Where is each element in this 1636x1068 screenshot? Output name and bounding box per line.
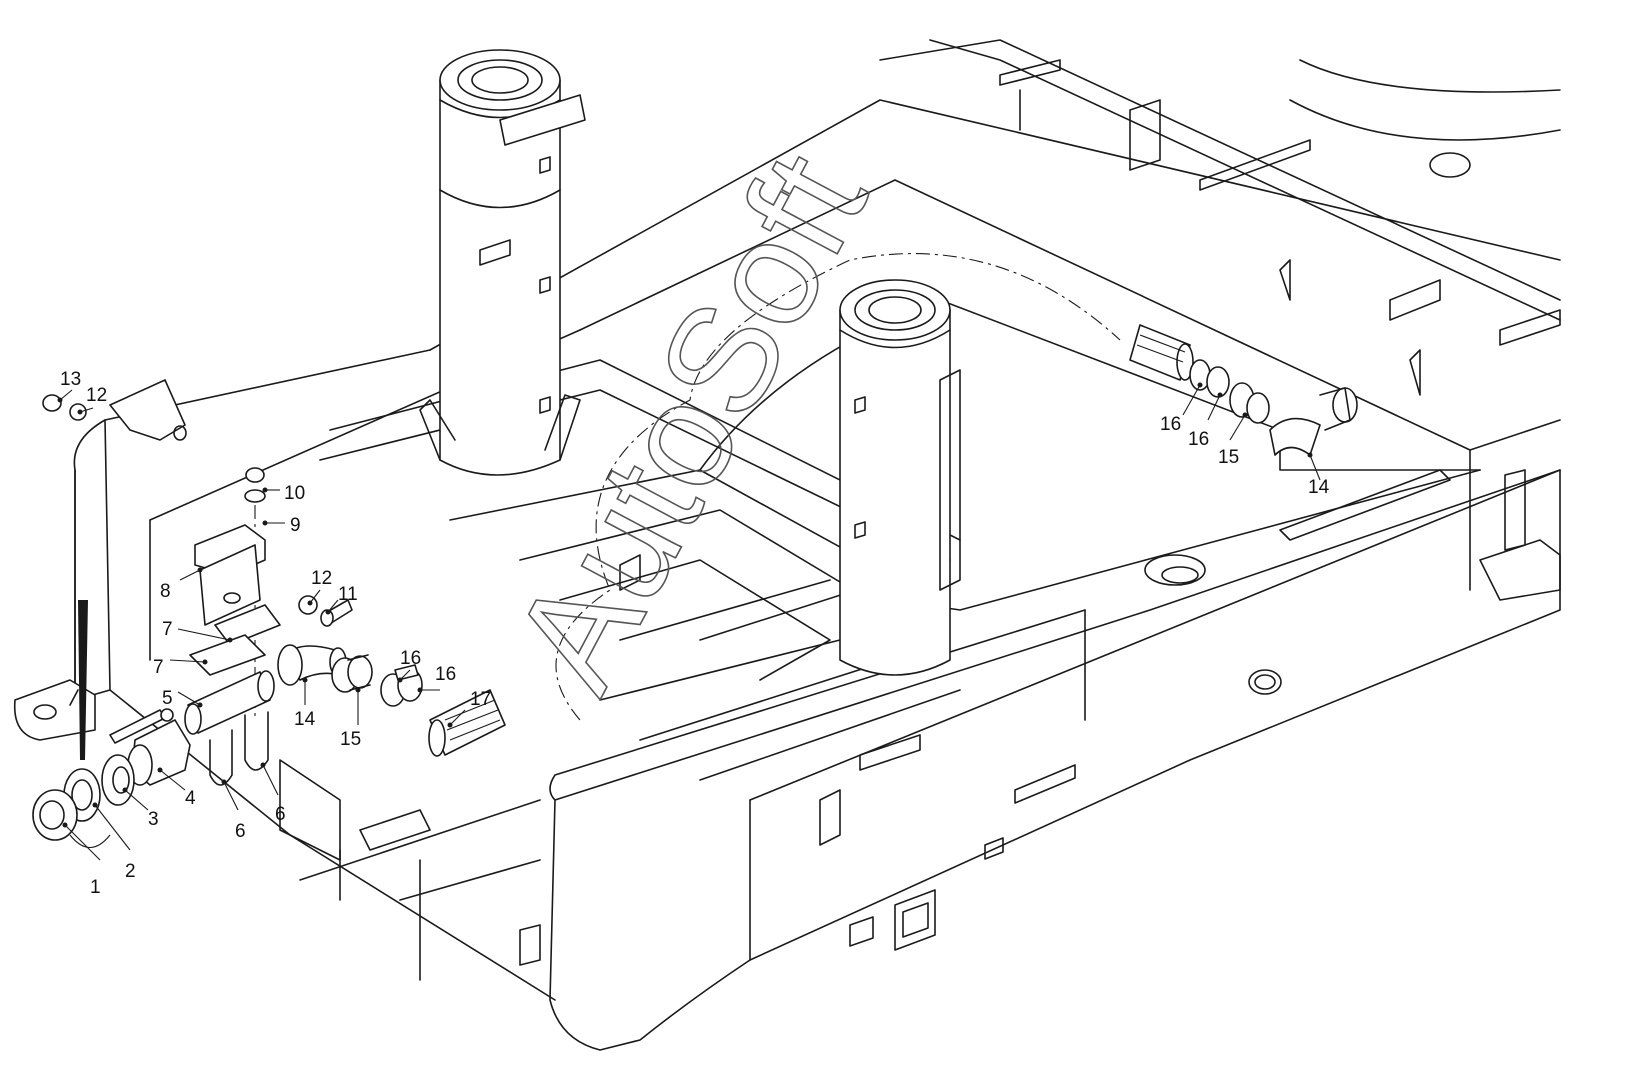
callout-16a: 16: [400, 648, 421, 669]
callout-7b: 7: [153, 657, 164, 678]
callout-8: 8: [160, 581, 171, 602]
callout-16d: 16: [1188, 429, 1209, 450]
callout-12b: 12: [86, 385, 107, 406]
left-support-column: [419, 49, 586, 476]
left-parts-group: [32, 379, 353, 849]
hose-route-line: [555, 253, 1121, 721]
right-hose-parts: [1129, 324, 1358, 456]
centre-hose-parts: [277, 644, 506, 757]
callout-6a: 6: [235, 821, 246, 842]
callout-6b: 6: [275, 804, 286, 825]
callout-4: 4: [185, 788, 196, 809]
callout-12a: 12: [311, 568, 332, 589]
right-support-column: [839, 279, 961, 676]
callout-5: 5: [162, 688, 173, 709]
callout-14a: 14: [294, 709, 316, 730]
callout-13: 13: [60, 369, 81, 390]
callout-15a: 15: [340, 729, 361, 750]
callout-16b: 16: [435, 664, 456, 685]
nut-13: [42, 394, 62, 412]
callout-7a: 7: [162, 619, 173, 640]
callout-labels: 1 2 3 4 5 6 6 7 7 8 9 10 11 12 12 13 14 …: [60, 369, 1330, 898]
callout-10: 10: [284, 483, 305, 504]
callout-1: 1: [90, 877, 101, 898]
callout-2: 2: [125, 861, 136, 882]
callout-15b: 15: [1218, 447, 1239, 468]
callout-9: 9: [290, 515, 301, 536]
callout-14b: 14: [1308, 477, 1330, 498]
callout-16c: 16: [1160, 414, 1181, 435]
callout-3: 3: [148, 809, 159, 830]
callout-17: 17: [470, 689, 491, 710]
callout-11: 11: [338, 584, 358, 605]
callout-leaders: [57, 382, 1321, 861]
